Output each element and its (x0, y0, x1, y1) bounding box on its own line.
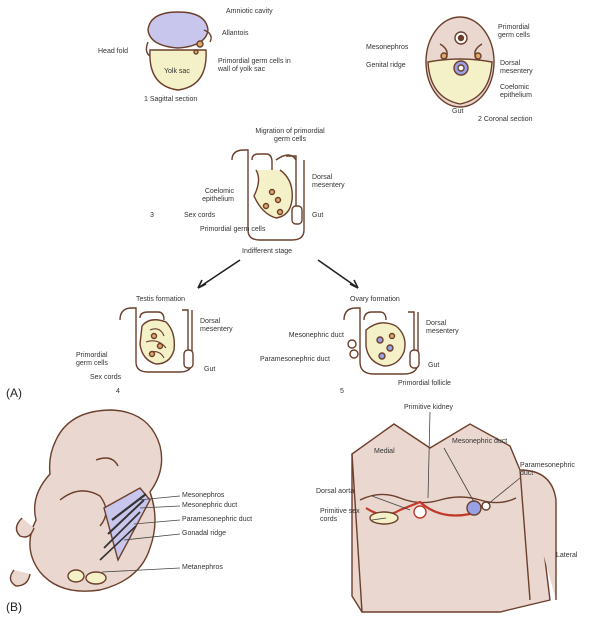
label-lateral: Lateral (556, 552, 577, 560)
label-dorsal-mesentery-stage4: Dorsal mesentery (200, 318, 244, 334)
label-metanephros: Metanephros (182, 564, 223, 572)
label-dorsal-mesentery-stage2: Dorsal mesentery (500, 60, 544, 76)
label-sex-cords-stage3: Sex cords (184, 212, 215, 220)
label-gonadal-ridge: Gonadal ridge (182, 530, 226, 538)
label-paramesonephric-duct-b: Paramesonephric duct (182, 516, 252, 524)
label-mesonephros-b: Mesonephros (182, 492, 224, 500)
panel-b-tag: (B) (6, 600, 22, 614)
label-coelomic-epithelium-stage3: Coelomic epithelium (190, 188, 234, 204)
label-pgc-yolk-sac: Primordial germ cells in wall of yolk sa… (218, 58, 296, 74)
label-dorsal-mesentery-stage3: Dorsal mesentery (312, 174, 356, 190)
label-medial: Medial (374, 448, 395, 456)
label-amniotic-cavity: Amniotic cavity (226, 8, 273, 16)
label-head-fold: Head fold (98, 48, 128, 56)
label-indifferent-stage: Indifferent stage (242, 248, 292, 256)
label-dorsal-aorta: Dorsal aorta (316, 488, 354, 496)
label-mesonephros-stage2: Mesonephros (366, 44, 408, 52)
label-gut-stage2: Gut (452, 108, 463, 116)
label-mesonephric-duct-b: Mesonephric duct (182, 502, 237, 510)
panel-b-embryo (10, 410, 180, 591)
label-paramesonephric-duct-stage5: Paramesonephric duct (254, 356, 330, 364)
label-gut-stage5: Gut (428, 362, 439, 370)
stage2-coronal-section (426, 17, 494, 107)
label-primordial-follicle: Primordial follicle (398, 380, 451, 388)
label-mesonephric-duct-section: Mesonephric duct (452, 438, 507, 446)
caption-coronal-section: 2 Coronal section (478, 116, 532, 123)
label-migration-pgc: Migration of primordial germ cells (254, 128, 326, 144)
panel-a-tag: (A) (6, 386, 22, 400)
label-pgc-stage4: Primordial germ cells (76, 352, 124, 368)
branch-arrows (198, 260, 358, 288)
label-gut-stage3: Gut (312, 212, 323, 220)
stage4-number: 4 (116, 388, 120, 396)
title-testis-formation: Testis formation (136, 296, 185, 304)
stage5-number: 5 (340, 388, 344, 396)
label-mesonephric-duct-stage5: Mesonephric duct (284, 332, 344, 340)
label-pgc-stage2: Primordial germ cells (498, 24, 546, 40)
label-allantois: Allantois (222, 30, 248, 38)
stage1-sagittal-section (146, 12, 211, 90)
label-dorsal-mesentery-stage5: Dorsal mesentery (426, 320, 470, 336)
stage5-ovary-section (344, 308, 419, 374)
label-pgc-stage3: Primordial germ cells (200, 226, 265, 234)
title-ovary-formation: Ovary formation (350, 296, 400, 304)
label-primitive-sex-cords: Primitive sex cords (320, 508, 364, 524)
caption-sagittal-section: 1 Sagittal section (144, 96, 197, 103)
label-coelomic-epithelium-stage2: Coelomic epithelium (500, 84, 548, 100)
label-yolk-sac: Yolk sac (164, 68, 190, 76)
label-sex-cords-stage4: Sex cords (90, 374, 121, 382)
label-genital-ridge: Genital ridge (366, 62, 406, 70)
stage4-testis-section (120, 308, 193, 372)
stage3-number: 3 (150, 212, 154, 220)
label-primitive-kidney: Primitive kidney (404, 404, 453, 412)
label-gut-stage4: Gut (204, 366, 215, 374)
label-paramesonephric-duct-section: Paramesonephric duct (520, 462, 588, 478)
